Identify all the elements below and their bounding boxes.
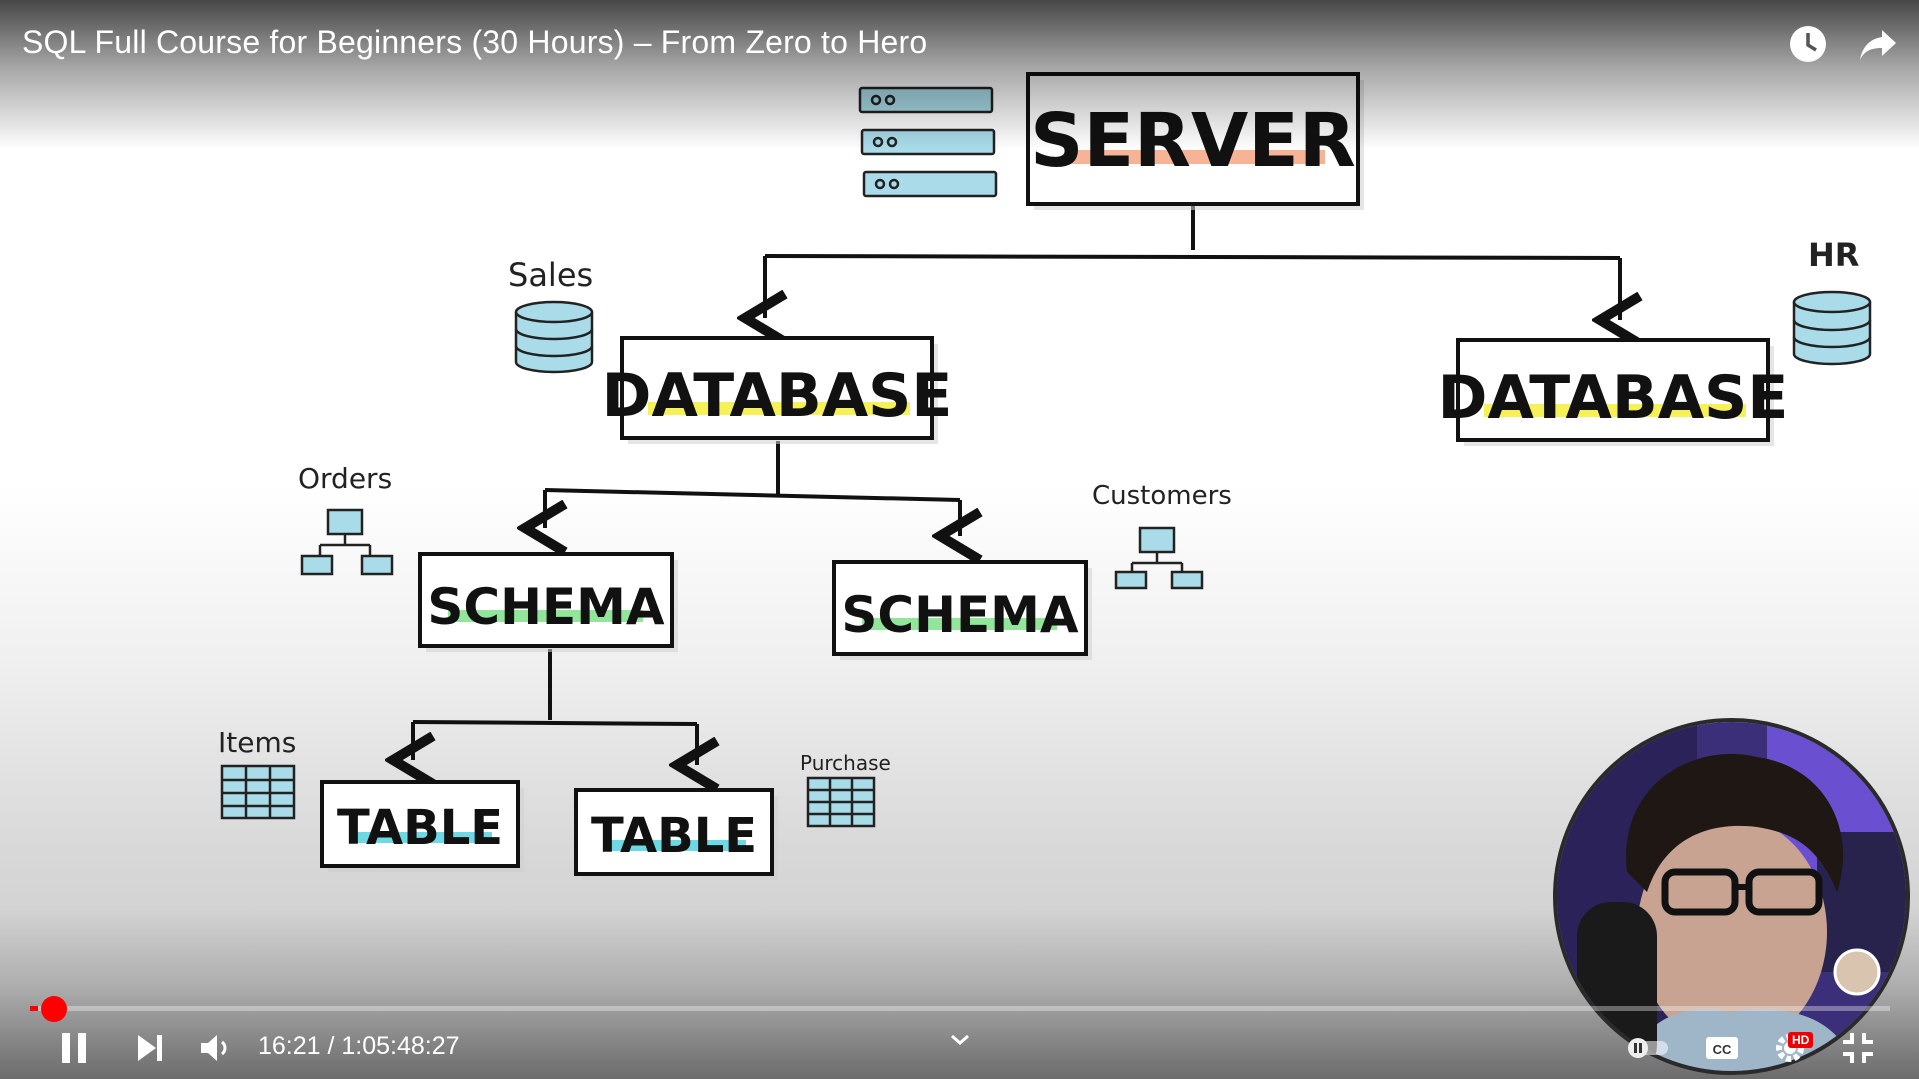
captions-button[interactable]: CC [1702,1028,1742,1068]
volume-button[interactable] [196,1028,236,1068]
next-button[interactable] [130,1028,170,1068]
database-box-hr: DATABASE [1438,338,1789,446]
table-label: TABLE [337,800,503,856]
table-box-items: TABLE [320,780,524,872]
table-box-purchase: TABLE [574,788,778,880]
progress-bar[interactable] [30,1006,1890,1011]
video-title[interactable]: SQL Full Course for Beginners (30 Hours)… [22,24,928,60]
presenter-video [1557,722,1906,1071]
schema-name-customers: Customers [1092,481,1232,511]
volume-icon [201,1035,227,1061]
share-arrow-icon [1860,30,1896,60]
schema-label: SCHEMA [427,578,664,636]
table-label: TABLE [591,808,757,864]
table-grid-icon [806,776,876,828]
autoplay-toggle[interactable] [1624,1028,1672,1068]
hd-badge: HD [1788,1032,1814,1048]
database-name-sales: Sales [508,256,593,294]
cc-label: CC [1713,1042,1732,1057]
clock-icon [1790,26,1826,62]
progress-played [30,1006,38,1011]
connector-lines [413,205,1620,765]
exit-fullscreen-button[interactable] [1838,1028,1878,1068]
next-icon [138,1035,162,1061]
autoplay-toggle-icon [1628,1038,1668,1058]
database-label: DATABASE [602,361,953,431]
pause-button[interactable] [54,1028,94,1068]
database-label: DATABASE [1438,363,1789,433]
table-grid-icon [220,764,296,820]
exit-fullscreen-icon [1843,1033,1873,1063]
chevron-down-icon [951,1034,969,1045]
more-videos-chevron[interactable] [940,1022,980,1062]
schema-box-orders: SCHEMA [418,552,678,652]
schema-network-icon [300,508,394,576]
time-display: 16:21 / 1:05:48:27 [258,1032,460,1060]
progress-scrubber[interactable] [40,996,67,1022]
schema-network-icon [1114,526,1204,590]
schema-label: SCHEMA [841,586,1078,644]
share-button[interactable] [1856,22,1900,66]
database-box-sales: DATABASE [602,336,953,444]
schema-box-customers: SCHEMA [832,560,1092,660]
database-name-hr: HR [1808,236,1859,274]
table-name-items: Items [218,726,296,759]
pause-icon [62,1033,86,1063]
database-cylinder-icon [1792,290,1872,366]
watch-later-button[interactable] [1786,22,1830,66]
top-overlay [0,0,1919,150]
captions-icon: CC [1706,1037,1738,1059]
schema-name-orders: Orders [298,462,392,495]
database-cylinder-icon [514,300,594,374]
table-name-purchase: Purchase [800,751,891,775]
webcam-bubble [1553,718,1910,1075]
